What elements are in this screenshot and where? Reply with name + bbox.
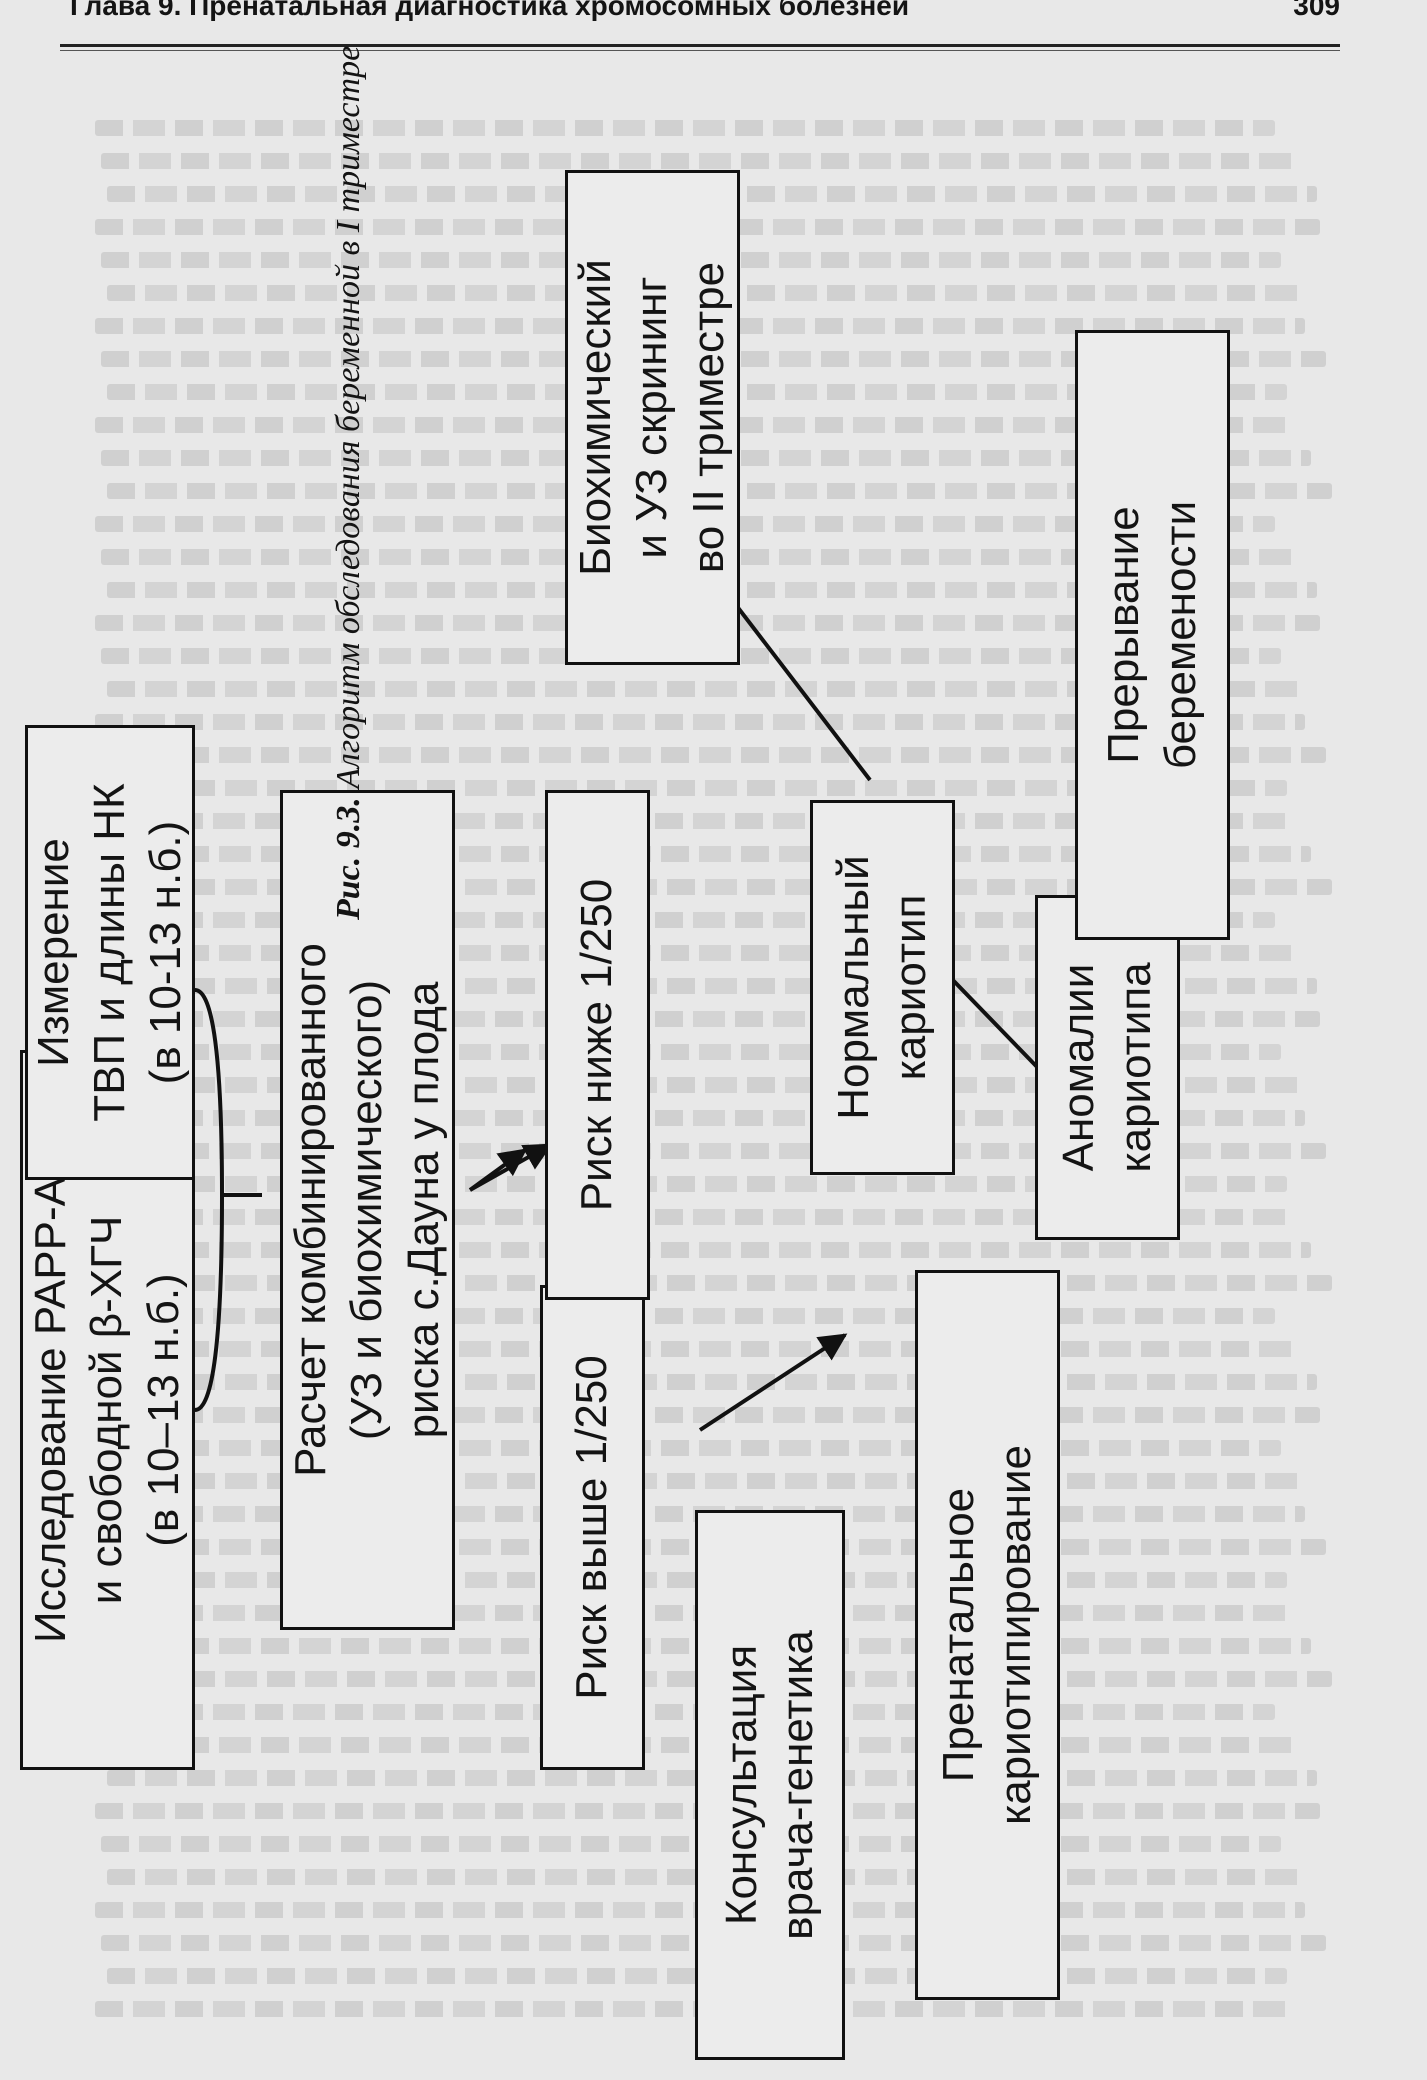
node-risk-below: Риск ниже 1/250 — [545, 790, 650, 1300]
page-number: 309 — [1293, 0, 1340, 21]
node-second-trimester-screening: Биохимический и УЗ скрининг во II тримес… — [565, 170, 740, 665]
chapter-title: Глава 9. Пренатальная диагностика хромос… — [70, 0, 910, 21]
brace-connector — [194, 988, 262, 1412]
figure-caption: Рис. 9.3. Алгоритм обследования беременн… — [330, 0, 368, 920]
ghost-text-line — [107, 681, 1302, 697]
ghost-text-line — [101, 747, 1326, 763]
node-karyotype-anomaly: Аномалии кариотипа — [1035, 895, 1180, 1240]
arrow-above-to-consult — [698, 1333, 848, 1432]
node-normal-karyotype: Нормальный кариотип — [810, 800, 955, 1175]
running-head: Глава 9. Пренатальная диагностика хромос… — [70, 0, 1340, 46]
ghost-text-line — [95, 2001, 1290, 2017]
header-rule — [60, 44, 1340, 47]
figure-label: Рис. 9.3. — [330, 797, 367, 920]
node-geneticist-consult: Консультация врача-генетика — [695, 1510, 845, 2060]
node-termination: Прерывание беремености — [1075, 330, 1230, 940]
node-prenatal-karyotyping: Пренатальное кариотипирование — [915, 1270, 1060, 2000]
arrow-calc-to-below — [468, 1148, 528, 1192]
header-rule-thin — [60, 50, 1340, 51]
node-risk-above: Риск выше 1/250 — [540, 1285, 645, 1770]
ghost-text-line — [95, 714, 1305, 730]
ghost-text-line — [95, 120, 1275, 136]
ghost-text-line — [101, 153, 1296, 169]
figure-caption-text: Алгоритм обследования беременной в I три… — [330, 45, 367, 789]
node-tvp-measure: Измерение ТВП и длины НК (в 10-13 н.б.) — [25, 725, 195, 1180]
